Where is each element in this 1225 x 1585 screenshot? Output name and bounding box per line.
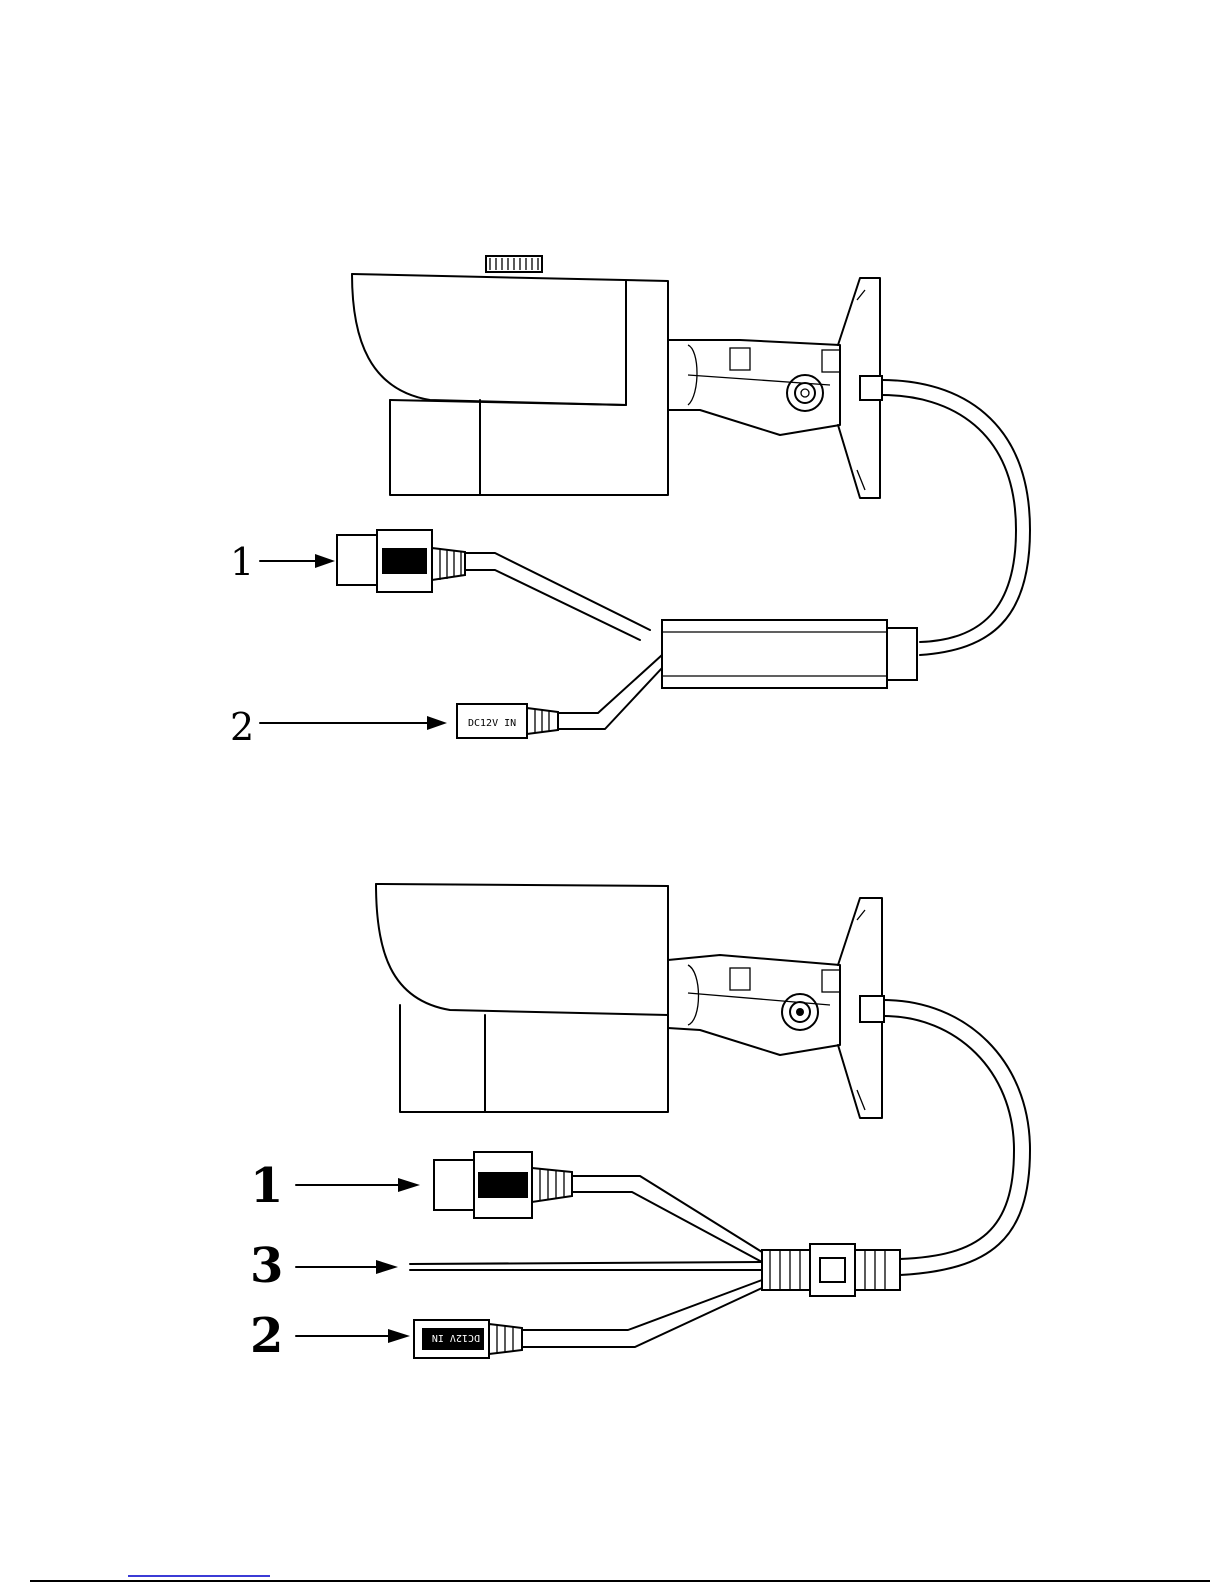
top-callout-1: 1 xyxy=(230,540,335,584)
bottom-mount-arm xyxy=(668,955,840,1055)
bottom-rj45-connector xyxy=(434,1152,762,1262)
bottom-callout-1-label: 1 xyxy=(250,1158,283,1214)
top-junction-box xyxy=(662,620,917,688)
top-callout-2-label: 2 xyxy=(230,705,254,749)
top-camera-knob xyxy=(486,256,542,272)
top-camera-body xyxy=(352,274,668,495)
top-rj45-connector xyxy=(337,530,650,640)
bottom-wall-plate xyxy=(838,898,884,1118)
bottom-callout-3-label: 3 xyxy=(250,1238,283,1294)
bottom-callout-1: 1 xyxy=(250,1158,420,1214)
footer-rule xyxy=(30,1580,1210,1582)
top-dc-power-connector: DC12V IN xyxy=(457,655,662,738)
top-main-cable xyxy=(882,380,1030,655)
bottom-power-jack-label: DC12V IN xyxy=(432,1332,480,1343)
bottom-callout-3: 3 xyxy=(250,1238,398,1294)
bottom-callout-2: 2 xyxy=(250,1308,410,1364)
bottom-dc-power-connector: DC12V IN xyxy=(414,1280,762,1358)
top-callout-1-label: 1 xyxy=(230,540,254,584)
top-power-jack-label: DC12V IN xyxy=(468,718,516,729)
top-mount-arm xyxy=(668,340,840,435)
bottom-main-cable xyxy=(884,1000,1030,1275)
bottom-camera-diagram: DC12V IN 1 3 2 xyxy=(250,884,1030,1364)
footer-link-underline xyxy=(128,1575,270,1577)
top-callout-2: 2 xyxy=(230,705,447,749)
top-wall-plate xyxy=(838,278,882,498)
bottom-callout-2-label: 2 xyxy=(250,1308,283,1364)
bottom-inline-connector xyxy=(762,1244,900,1296)
top-camera-diagram: DC12V IN 1 2 xyxy=(230,256,1030,749)
bottom-camera-body xyxy=(376,884,668,1112)
bottom-audio-wire xyxy=(410,1262,762,1270)
